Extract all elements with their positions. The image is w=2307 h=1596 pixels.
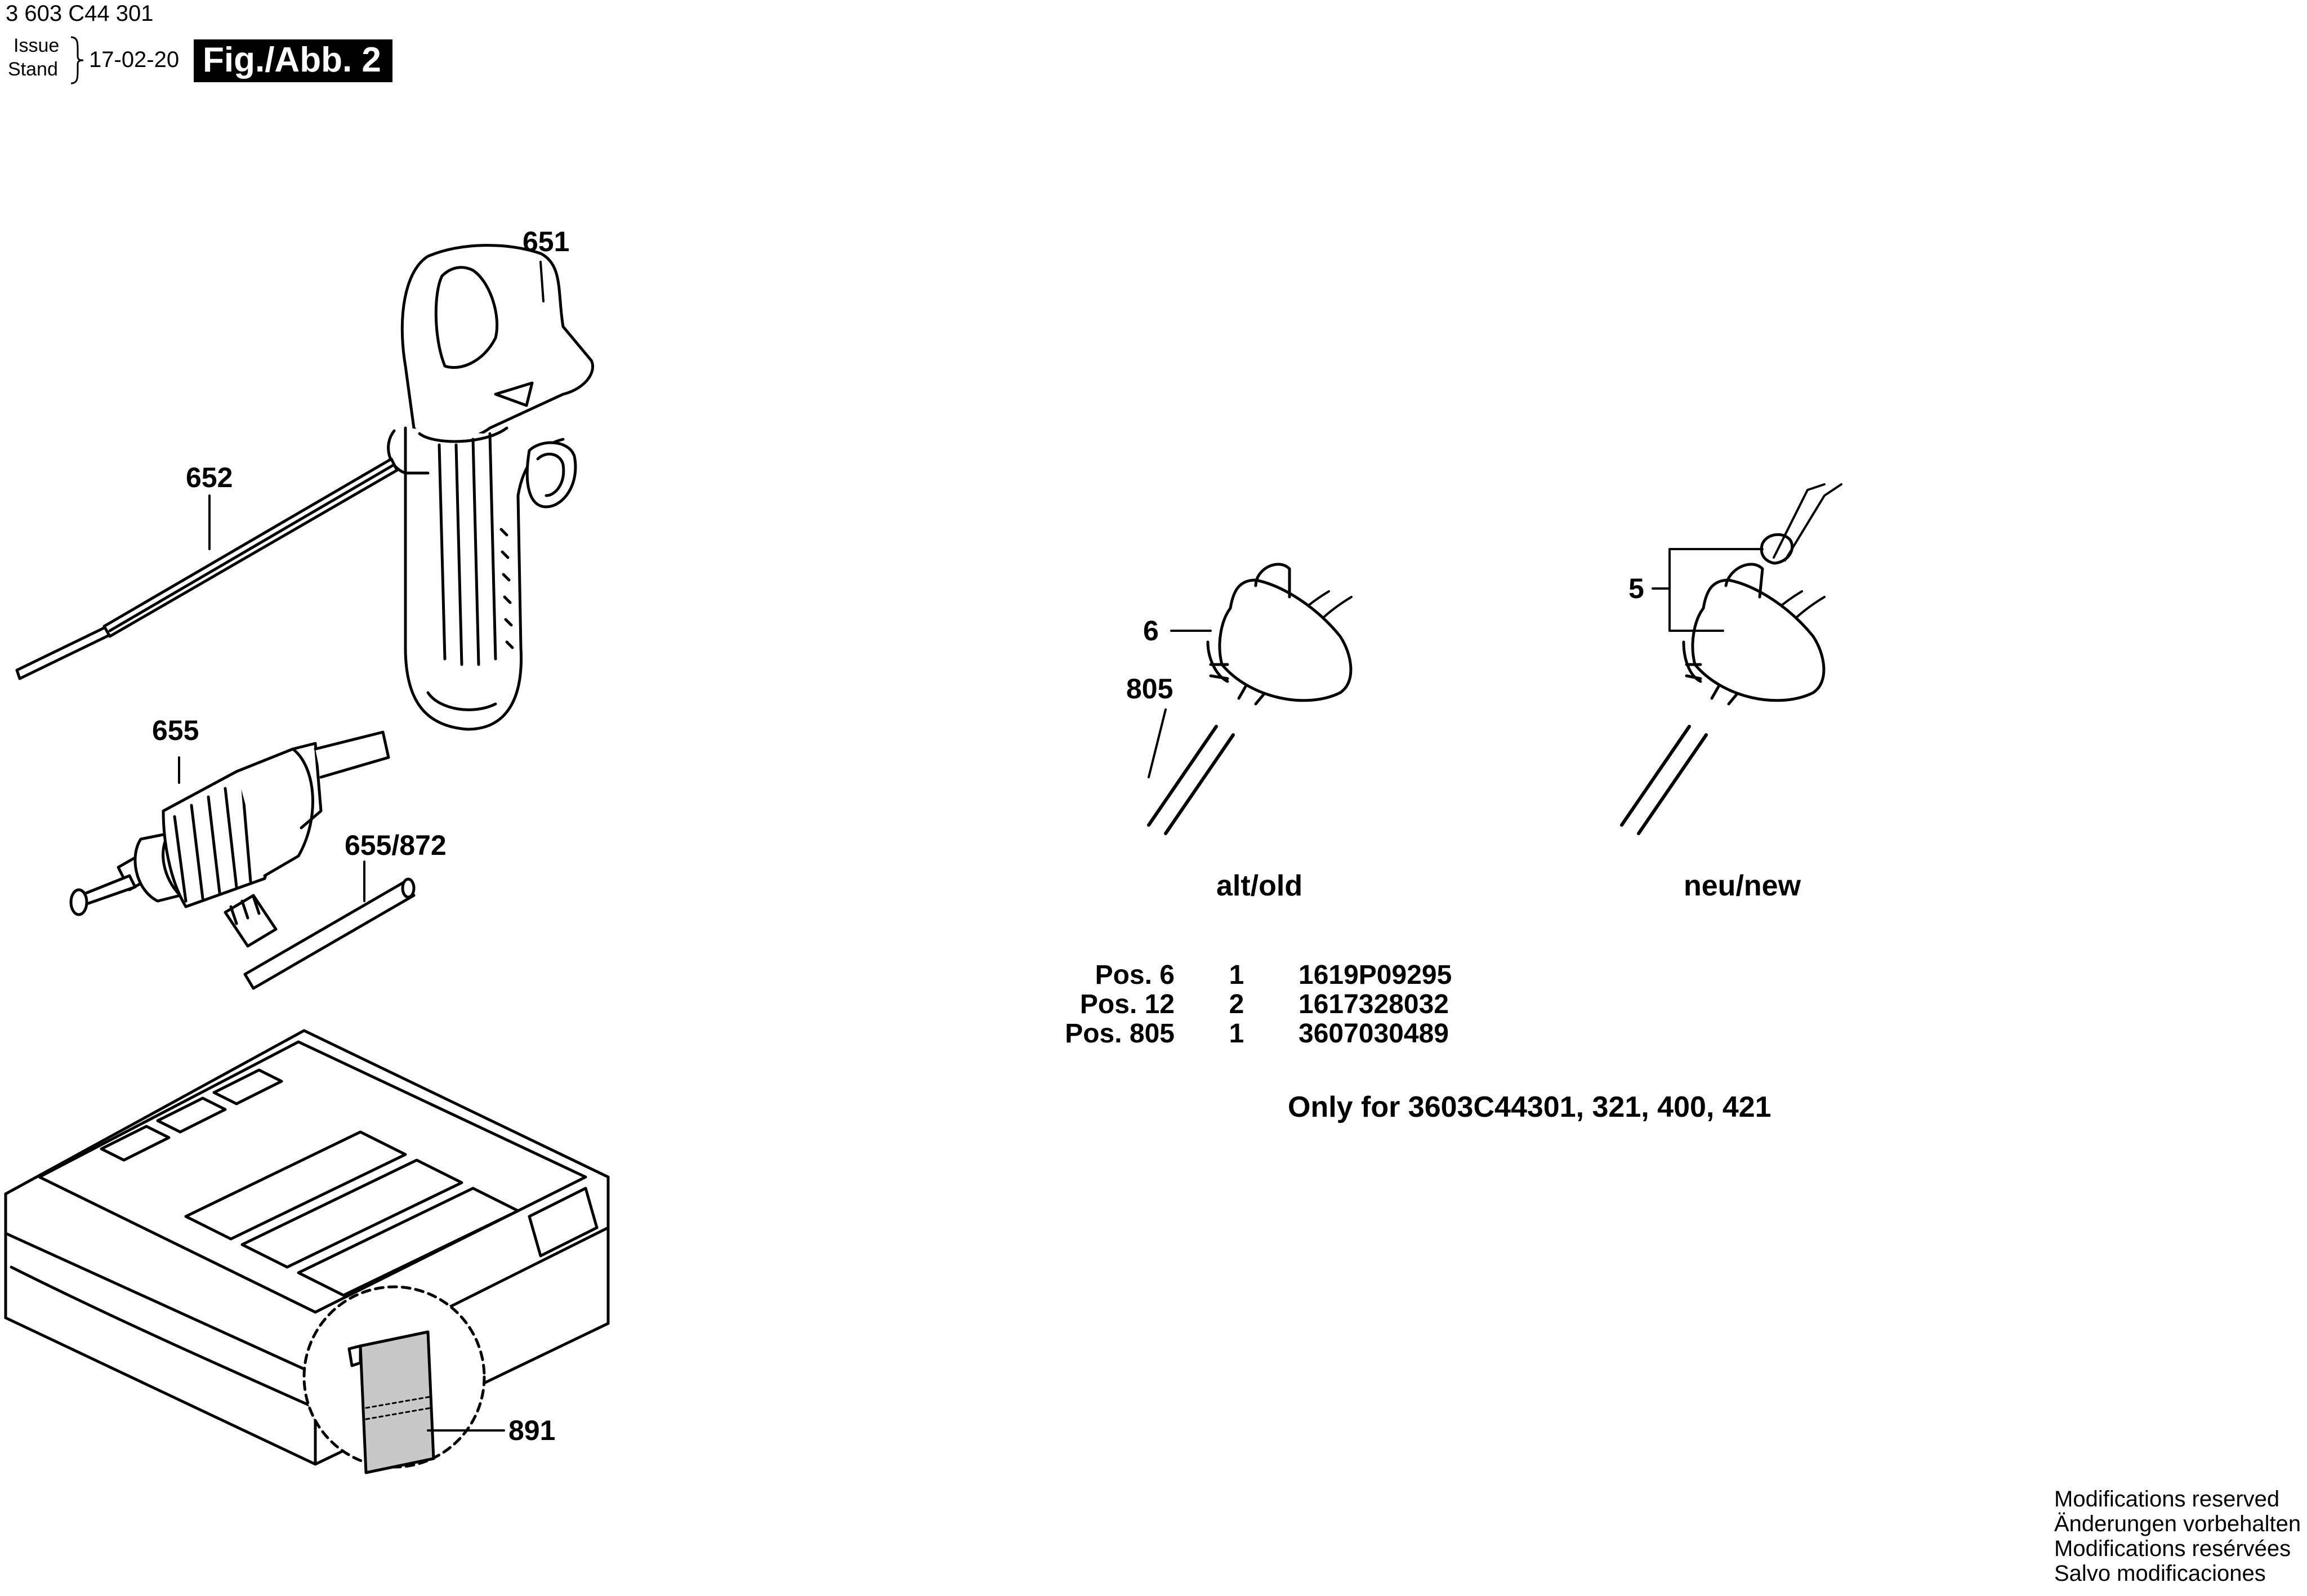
parts-qty-cell: 1 <box>1229 1019 1244 1049</box>
parts-table-row: Pos. 805 1 3607030489 <box>1056 1019 1452 1049</box>
modifications-line: Modifications resérvées <box>2054 1536 2291 1561</box>
parts-qty-cell: 2 <box>1229 989 1244 1019</box>
depth-stop-rod <box>15 457 399 680</box>
parts-pos-cell: Pos. 12 <box>1079 989 1175 1019</box>
modifications-line: Modifications reserved <box>2054 1487 2280 1512</box>
applicability-note: Only for 3603C44301, 321, 400, 421 <box>1288 1091 1771 1124</box>
document-number: 3 603 C44 301 <box>6 1 154 26</box>
cable-plug-old <box>1147 563 1353 835</box>
callout-891: 891 <box>508 1415 556 1446</box>
auxiliary-handle <box>387 244 594 731</box>
issue-label: Issue <box>14 35 60 56</box>
drill-chuck <box>69 730 390 916</box>
parts-number-cell: 3607030489 <box>1298 1019 1449 1049</box>
parts-number-cell: 1619P09295 <box>1298 960 1452 990</box>
parts-pos-cell: Pos. 6 <box>1095 960 1175 990</box>
parts-number-cell: 1617328032 <box>1298 989 1449 1019</box>
stand-label: Stand <box>8 59 58 80</box>
callout-805: 805 <box>1126 673 1173 705</box>
modifications-line: Änderungen vorbehalten <box>2054 1512 2301 1536</box>
callout-6: 6 <box>1143 615 1159 647</box>
caption-old: alt/old <box>1216 870 1303 902</box>
issue-date: 17-02-20 <box>89 47 180 72</box>
figure-label: Fig./Abb. 2 <box>194 39 392 82</box>
callout-655: 655 <box>152 715 199 746</box>
callout-655-872: 655/872 <box>345 830 447 861</box>
modifications-line: Salvo modificaciones <box>2054 1561 2266 1586</box>
callout-651: 651 <box>523 226 570 257</box>
parts-table-row: Pos. 6 1 1619P09295 <box>1056 961 1452 990</box>
parts-table-row: Pos. 12 2 1617328032 <box>1056 990 1452 1019</box>
detail-circle-891 <box>302 1285 486 1474</box>
parts-pos-cell: Pos. 805 <box>1065 1019 1175 1049</box>
chuck-key <box>224 877 416 990</box>
cable-plug-new <box>1620 483 1842 835</box>
callout-652: 652 <box>186 462 233 493</box>
caption-new: neu/new <box>1684 870 1801 902</box>
brace-icon <box>70 36 84 84</box>
parts-qty-cell: 1 <box>1229 960 1244 990</box>
callout-5: 5 <box>1628 573 1644 604</box>
modifications-notice: Modifications reserved Änderungen vorbeh… <box>2054 1487 2301 1586</box>
